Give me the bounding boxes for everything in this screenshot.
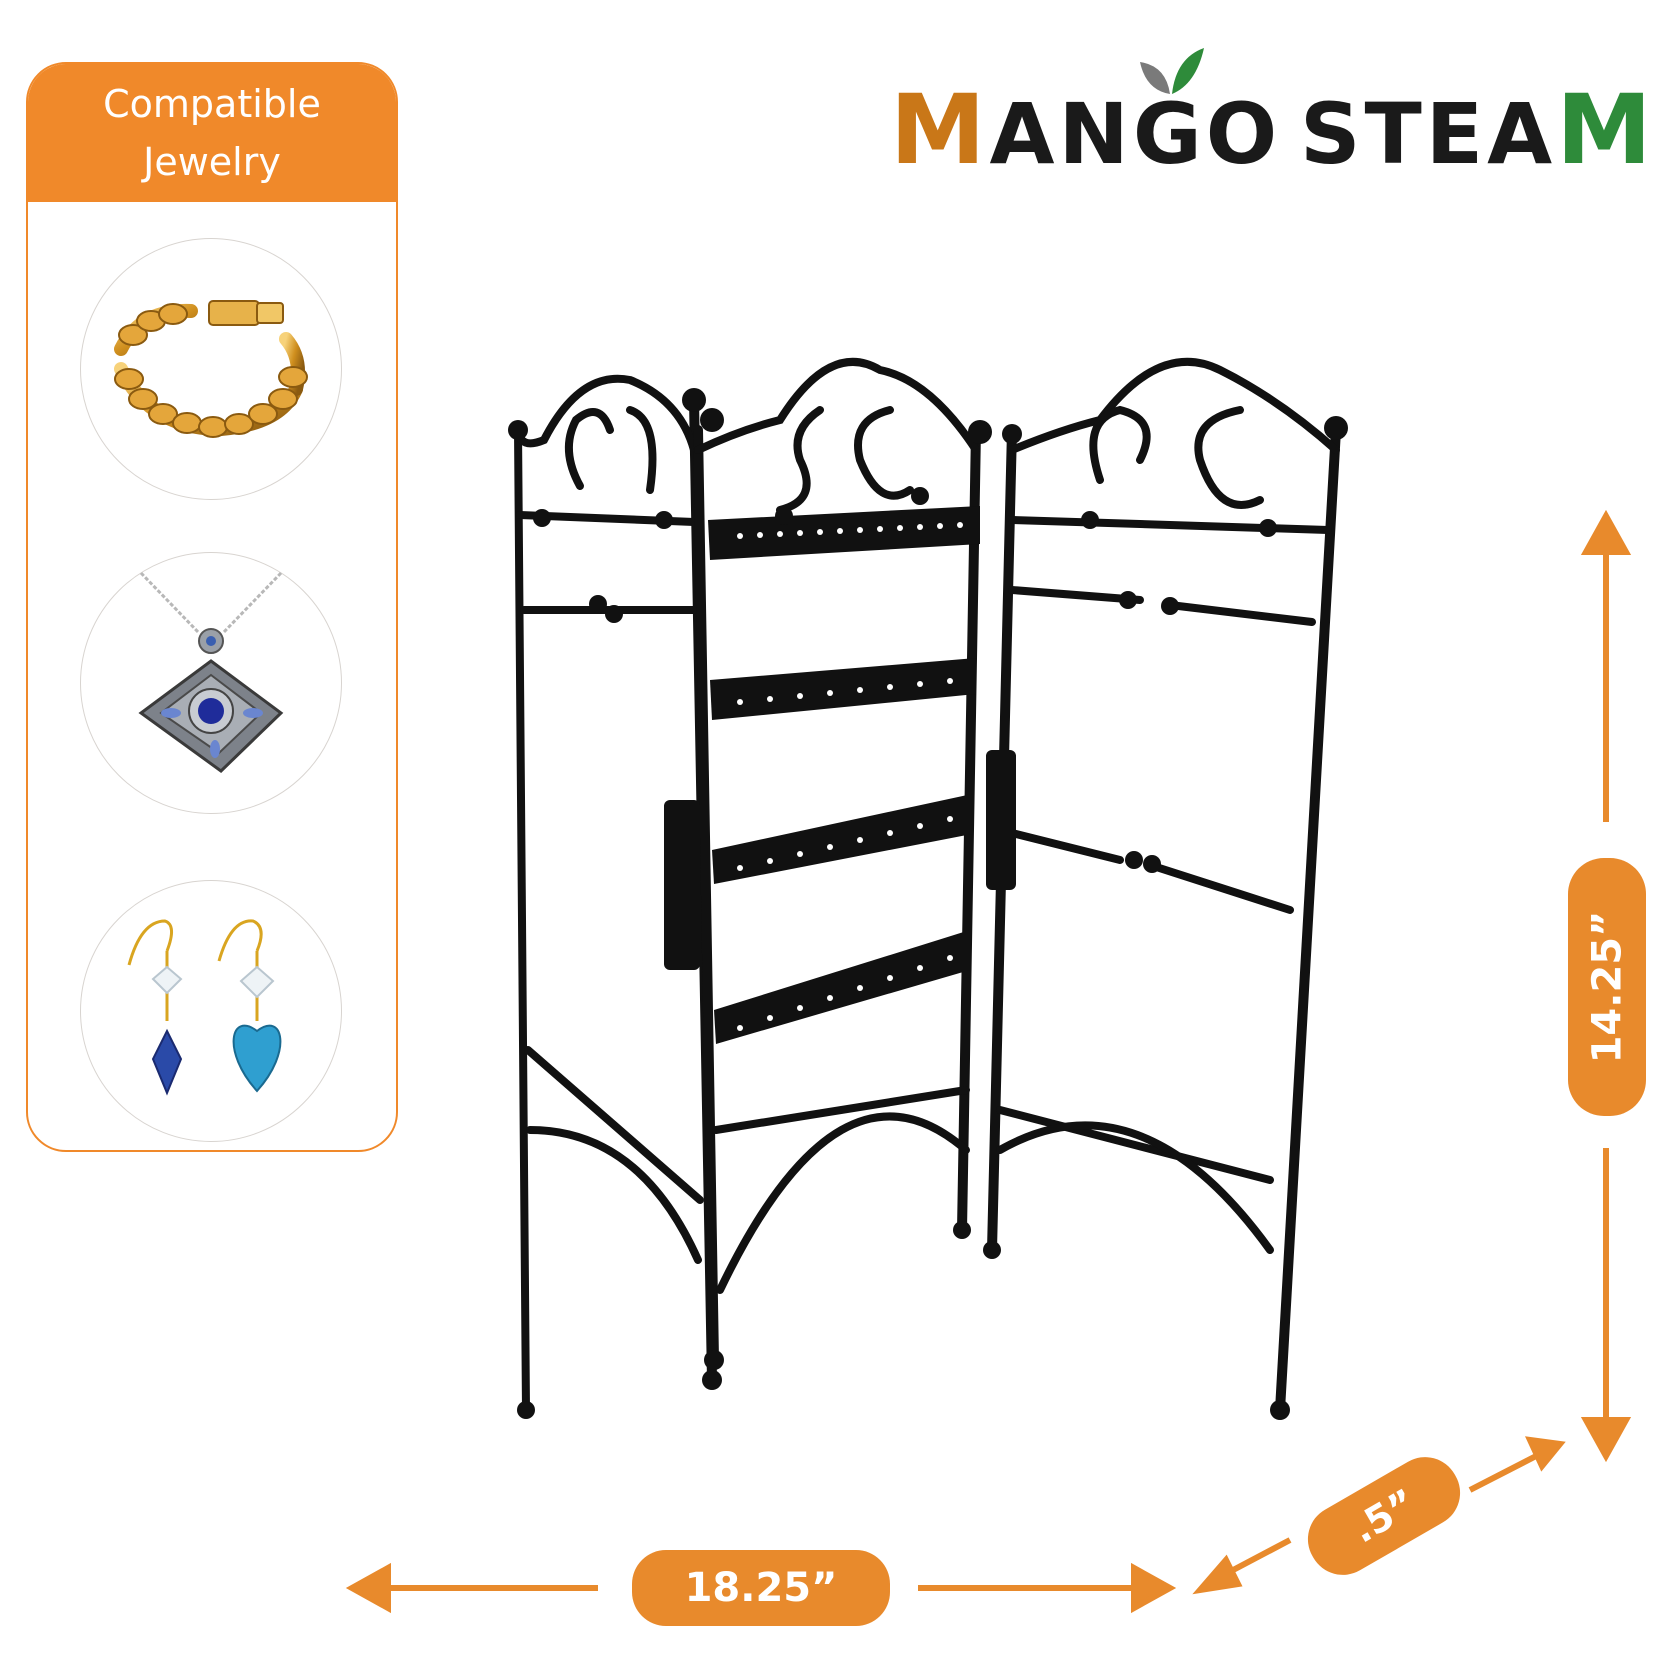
depth-arrowhead-left bbox=[1192, 1554, 1243, 1595]
brand-word-2: STEAM bbox=[1300, 74, 1656, 186]
earrings-circle bbox=[80, 880, 342, 1142]
brand-ango: ANGO bbox=[989, 85, 1282, 183]
height-arrowhead-top bbox=[1580, 509, 1632, 555]
necklace-circle bbox=[80, 552, 342, 814]
width-dimension: 18.25” bbox=[632, 1550, 890, 1626]
earrings-icon bbox=[127, 919, 282, 1096]
brand-stea: STEA bbox=[1300, 85, 1557, 183]
bracelet-circle bbox=[80, 238, 342, 500]
width-arrowhead-left bbox=[345, 1562, 391, 1614]
brand-logo: MANGO STEA M bbox=[890, 46, 1652, 186]
height-arrowhead-bottom bbox=[1580, 1417, 1632, 1463]
width-arrowhead-right bbox=[1131, 1562, 1177, 1614]
bracelet-icon bbox=[114, 300, 308, 438]
compatible-jewelry-card: Compatible Jewelry bbox=[26, 62, 398, 1152]
jewelry-stand-icon bbox=[508, 357, 1348, 1420]
brand-word-1: MANGO bbox=[890, 74, 1281, 186]
height-dimension-label: 14.25” bbox=[1584, 910, 1630, 1064]
brand-m-orange: M bbox=[890, 74, 990, 186]
height-dimension: 14.25” bbox=[1568, 858, 1646, 1116]
necklace-icon bbox=[138, 571, 284, 773]
card-header: Compatible Jewelry bbox=[28, 64, 396, 202]
card-title-line2: Jewelry bbox=[143, 140, 281, 184]
card-title-line1: Compatible bbox=[103, 82, 321, 126]
brand-m-green: M bbox=[1556, 74, 1656, 186]
leaf-icon bbox=[1140, 48, 1204, 94]
depth-arrow-right bbox=[1468, 1451, 1542, 1493]
depth-arrowhead-right bbox=[1524, 1436, 1566, 1472]
